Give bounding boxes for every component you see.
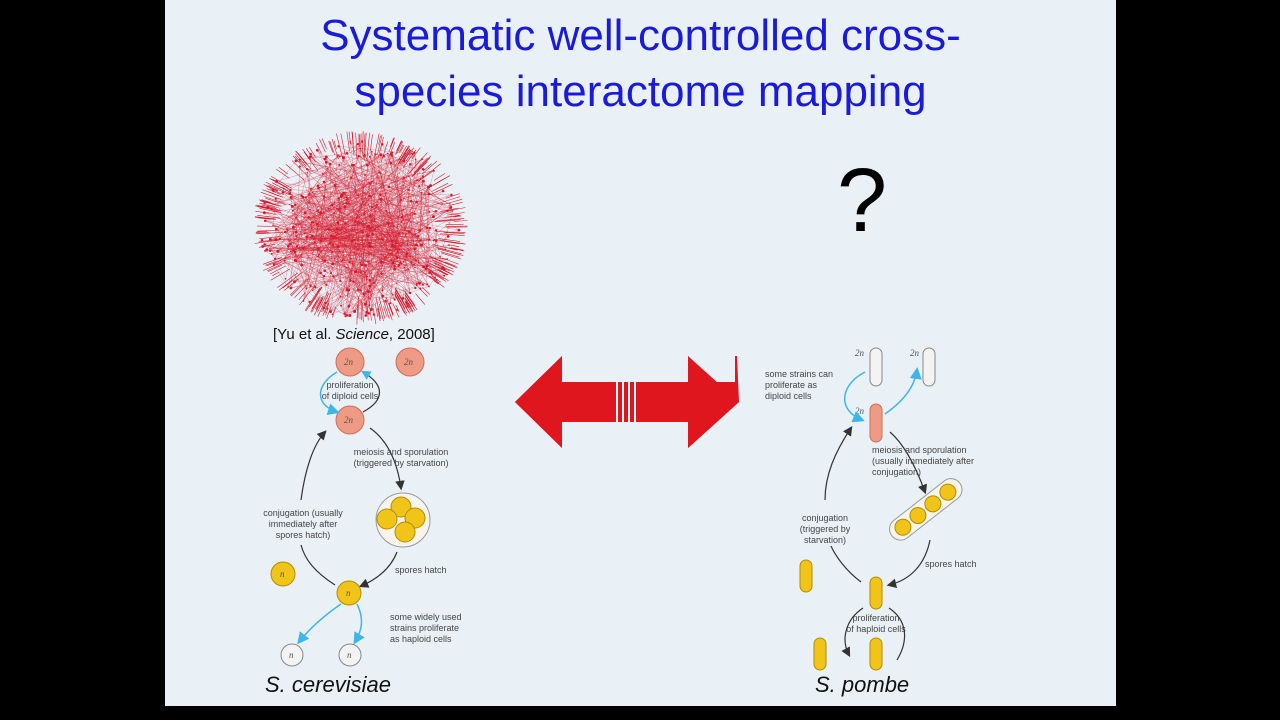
cycle-label: conjugation	[802, 513, 848, 523]
diploid-cell	[395, 347, 425, 377]
slide: 2n 2n 2n proliferation of diploid cells …	[165, 0, 1116, 706]
double-arrow-icon	[515, 356, 739, 448]
citation: [Yu et al. Science, 2008]	[273, 326, 435, 343]
cycle-label: of haploid cells	[846, 624, 906, 634]
cycle-label: (usually immediately after	[872, 456, 974, 466]
pombe-life-cycle: some strains can proliferate as diploid …	[765, 347, 977, 671]
cycle-label: (triggered by	[800, 524, 851, 534]
citation-year: , 2008]	[388, 326, 435, 343]
cycle-label: of diploid cells	[322, 391, 379, 401]
cell-label: n	[289, 650, 294, 660]
cycle-label: starvation)	[804, 535, 846, 545]
cycle-label: spores hatch	[925, 559, 977, 569]
cycle-label: conjugation)	[872, 467, 921, 477]
species-label-pombe: S. pombe	[815, 672, 910, 697]
cell-label: 2n	[855, 348, 865, 358]
cycle-label: conjugation (usually	[263, 508, 343, 518]
diploid-cell	[869, 347, 883, 387]
cycle-label: spores hatch	[395, 565, 447, 575]
cycle-label: proliferation	[326, 380, 373, 390]
diploid-cell	[335, 405, 365, 435]
unknown-network-question-mark: ?	[837, 151, 888, 251]
interactome-network	[254, 131, 468, 325]
cycle-label: as haploid cells	[390, 634, 452, 644]
cycle-label: meiosis and sporulation	[872, 445, 967, 455]
cell-label: 2n	[855, 406, 865, 416]
diploid-cell	[922, 347, 936, 387]
diploid-cell	[869, 403, 883, 443]
cycle-label: (triggered by starvation)	[353, 458, 448, 468]
diploid-cell	[335, 347, 365, 377]
cycle-label: spores hatch)	[276, 530, 331, 540]
cycle-label: immediately after	[269, 519, 338, 529]
citation-journal: Science	[335, 326, 389, 343]
cell-label: n	[280, 569, 285, 579]
ascus-icon	[889, 478, 963, 541]
slide-title-line-1: Systematic well-controlled cross-	[320, 11, 961, 60]
cell-label: 2n	[404, 357, 414, 367]
citation-authors: [Yu et al.	[273, 326, 336, 343]
haploid-cell	[270, 561, 296, 587]
haploid-cell	[813, 637, 827, 671]
cycle-label: diploid cells	[765, 391, 812, 401]
haploid-cell	[280, 643, 304, 667]
cycle-label: strains proliferate	[390, 623, 459, 633]
slide-title-line-2: species interactome mapping	[354, 67, 927, 116]
haploid-cell	[338, 643, 362, 667]
cerevisiae-life-cycle: 2n 2n 2n proliferation of diploid cells …	[263, 347, 462, 667]
slide-graphics: 2n 2n 2n proliferation of diploid cells …	[254, 131, 977, 671]
haploid-cell	[869, 576, 883, 610]
cycle-label: some strains can	[765, 369, 833, 379]
cycle-label: proliferate as	[765, 380, 818, 390]
haploid-cell	[336, 580, 362, 606]
cycle-label: meiosis and sporulation	[354, 447, 449, 457]
haploid-cell	[799, 559, 813, 593]
cycle-label: some widely used	[390, 612, 462, 622]
haploid-cell	[869, 637, 883, 671]
ascus-icon	[375, 492, 431, 548]
cycle-label: proliferation	[852, 613, 899, 623]
cell-label: n	[346, 588, 351, 598]
cell-label: 2n	[910, 348, 920, 358]
cell-label: 2n	[344, 415, 354, 425]
cell-label: n	[347, 650, 352, 660]
cell-label: 2n	[344, 357, 354, 367]
species-label-cerevisiae: S. cerevisiae	[265, 672, 391, 697]
